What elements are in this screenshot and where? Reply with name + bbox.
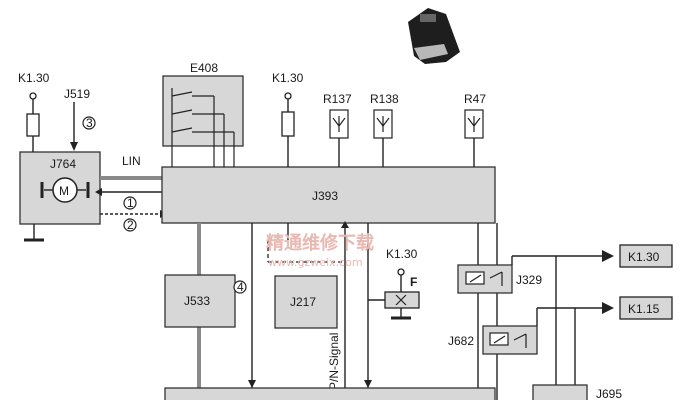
e408-label: E408 [190, 61, 218, 75]
svg-text:2: 2 [127, 218, 134, 232]
fuse-mid-label: K1.30 [272, 71, 304, 85]
j519-label: J519 [64, 87, 90, 101]
j695-label: J695 [596, 387, 622, 400]
terminal-k130 [619, 244, 673, 268]
watermark-url: www.gzweix.com [268, 256, 363, 269]
antenna-r137: R137 [323, 92, 352, 167]
j682-label: J682 [448, 334, 474, 348]
lin-label: LIN [122, 154, 141, 168]
j764-label: J764 [50, 157, 76, 171]
fuse-f-icon [384, 291, 420, 309]
fuse-left-label: K1.30 [18, 71, 50, 85]
fuse-lower-label: K1.30 [386, 247, 418, 261]
marker-4 [233, 280, 247, 294]
svg-text:3: 3 [86, 116, 93, 130]
pn-signal-label: P/N-Signal [327, 333, 341, 390]
antenna-r138: R138 [370, 92, 399, 167]
fuse-mid-icon [281, 111, 295, 137]
antenna-r47: R47 [464, 92, 486, 167]
j217-box [274, 275, 338, 329]
watermark-cn: 精通维修下载 [266, 232, 374, 254]
fuse-left-icon [26, 113, 40, 137]
motor-symbol: M [59, 184, 69, 198]
e408-switches [171, 88, 235, 167]
j329-label: J329 [516, 273, 542, 287]
marker-1 [123, 196, 137, 210]
marker-3 [82, 116, 96, 130]
j695-box [532, 384, 588, 400]
svg-text:1: 1 [127, 196, 134, 210]
j533-box [164, 274, 236, 328]
f-label: F [410, 275, 417, 289]
svg-text:R137: R137 [323, 92, 352, 106]
svg-text:K1.30: K1.30 [628, 250, 660, 264]
j533-label: J533 [184, 294, 210, 308]
terminal-k115 [619, 296, 673, 320]
svg-text:R138: R138 [370, 92, 399, 106]
marker-2 [123, 218, 137, 232]
j393-label: J393 [312, 189, 338, 203]
j217-label: J217 [290, 295, 316, 309]
svg-text:R47: R47 [464, 92, 486, 106]
bottom-module-box [164, 387, 496, 400]
e408-box [162, 75, 244, 147]
svg-text:K1.15: K1.15 [628, 302, 660, 316]
j393-box [161, 166, 496, 224]
svg-text:4: 4 [237, 280, 244, 294]
key-fob-image [408, 8, 460, 64]
